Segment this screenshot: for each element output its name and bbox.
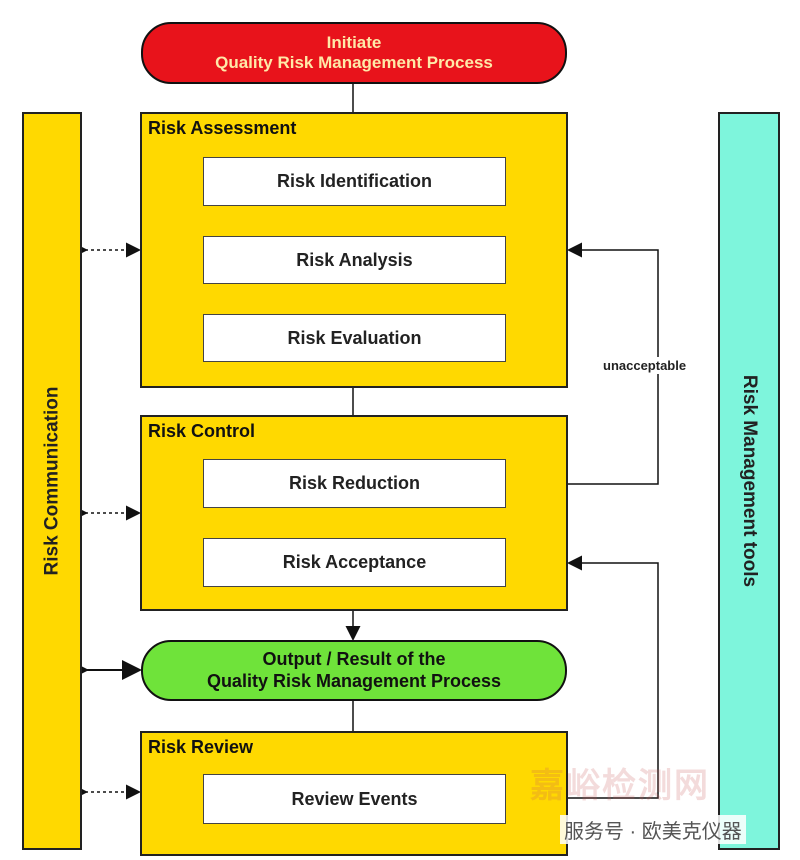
risk-evaluation-step: Risk Evaluation [203,314,506,362]
output-line2: Quality Risk Management Process [206,670,502,691]
output-line1: Output / Result of the [262,648,446,669]
watermark-text: 嘉峪检测网 [530,767,710,805]
output-result-node: Output / Result of the Quality Risk Mana… [141,640,567,701]
risk-communication-bar: Risk Communication [22,112,82,850]
risk-review-title: Risk Review [148,737,254,757]
initiate-process-node: Initiate Quality Risk Management Process [141,22,567,84]
risk-reduction-step: Risk Reduction [203,459,506,508]
risk-acceptance-step: Risk Acceptance [203,538,506,587]
review-events-step: Review Events [203,774,506,824]
watermark-subtext: 服务号 · 欧美克仪器 [560,815,746,844]
risk-assessment-title: Risk Assessment [148,118,297,138]
unacceptable-label: unacceptable [600,357,690,374]
initiate-line1: Initiate [326,32,382,52]
arrow-review-loop [506,555,659,799]
risk-analysis-step: Risk Analysis [203,236,506,284]
risk-management-tools-bar: Risk Management tools [718,112,780,850]
risk-control-title: Risk Control [148,421,256,441]
risk-management-tools-label: Risk Management tools [739,374,760,588]
risk-communication-label: Risk Communication [41,386,63,576]
initiate-line2: Quality Risk Management Process [215,53,493,72]
risk-identification-step: Risk Identification [203,157,506,206]
